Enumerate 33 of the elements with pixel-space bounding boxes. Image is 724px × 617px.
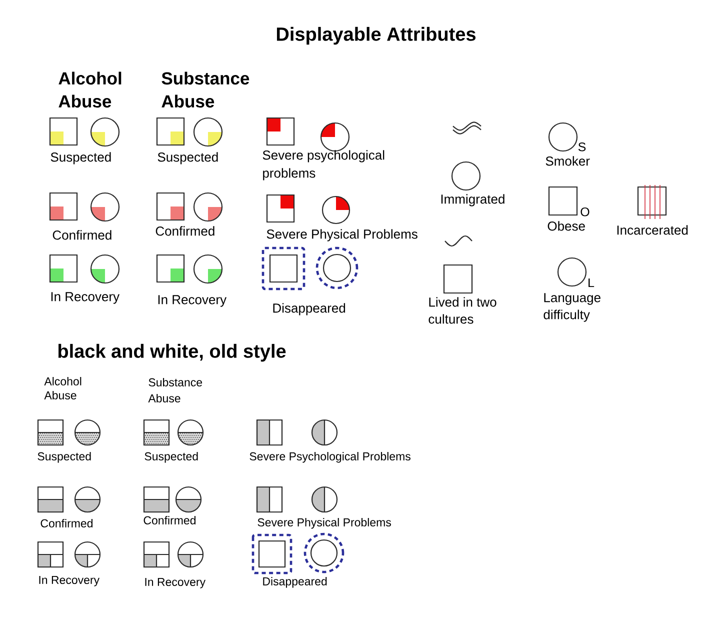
section-heading: black and white, old style (58, 344, 286, 362)
symbol-caption: Confirmed (144, 516, 196, 524)
symbol-caption: Language difficulty (544, 293, 600, 322)
symbol-caption: Incarcerated (617, 225, 688, 235)
symbol-caption: In Recovery (51, 292, 120, 304)
symbol-caption: Severe psychological problems (262, 150, 384, 180)
symbol-caption: Severe Physical Problems (258, 518, 391, 529)
symbol-caption: Smoker (546, 156, 590, 166)
column-heading: Alcohol Abuse (58, 72, 122, 108)
title: Displayable Attributes (276, 26, 476, 45)
symbol-letter: S (578, 142, 586, 152)
symbol-caption: Confirmed (40, 519, 92, 528)
symbol-caption: Disappeared (263, 577, 327, 588)
symbol-caption: In Recovery (145, 578, 206, 588)
symbol-caption: Suspected (38, 452, 91, 463)
column-heading: Substance Abuse (148, 378, 202, 402)
symbol-caption: Immigrated (441, 194, 504, 206)
symbol-caption: In Recovery (39, 576, 100, 586)
symbol-caption: Suspected (50, 152, 111, 164)
symbol-letter: O (580, 207, 590, 216)
symbol-letter: L (588, 278, 594, 288)
column-heading: Substance Abuse (162, 72, 250, 108)
symbol-caption: Confirmed (52, 230, 112, 240)
symbol-caption: Severe Psychological Problems (250, 452, 410, 463)
symbol-caption: Confirmed (156, 226, 214, 236)
symbol-caption: In Recovery (158, 295, 227, 307)
symbol-caption: Severe Physical Problems (266, 229, 418, 242)
symbol-caption: Suspected (158, 152, 218, 164)
symbol-caption: Lived in two cultures (428, 297, 496, 324)
symbol-caption: Disappeared (273, 303, 346, 316)
symbol-caption: Suspected (144, 452, 198, 463)
symbol-caption: Obese (548, 221, 585, 231)
column-heading: Alcohol Abuse (44, 377, 82, 400)
